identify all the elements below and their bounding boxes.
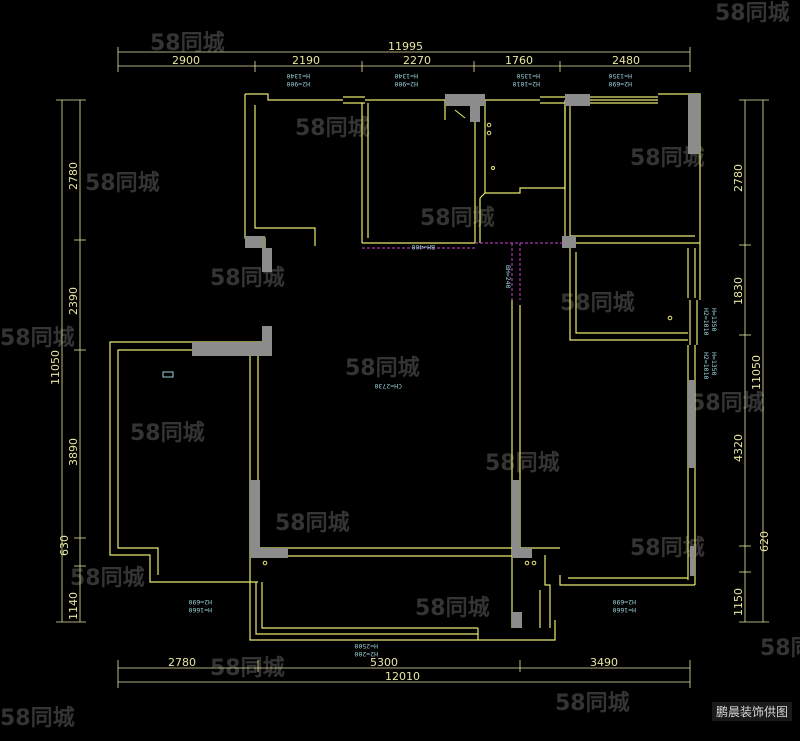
watermark: 58同城 (415, 595, 490, 621)
columns (192, 94, 700, 628)
annot-window: H2=1010 (513, 80, 540, 88)
annot-window: H=1340 (286, 72, 310, 80)
dim-left-seg: 630 (58, 535, 71, 556)
watermark: 58同城 (345, 355, 420, 381)
fixtures (162, 109, 673, 566)
annotations: H2=900 H=1340 H2=900 H=1340 H2=1010 H=13… (188, 72, 718, 658)
dim-right-total: 11050 (750, 355, 763, 390)
dim-right-seg: 4320 (732, 434, 745, 462)
annot-window: H=1350 (516, 72, 540, 80)
annot-window: H2=900 (394, 80, 418, 88)
dim-right-seg: 1830 (732, 277, 745, 305)
annot-window: H=1350 (710, 352, 718, 376)
watermark: 58同城 (275, 510, 350, 536)
dim-bottom-seg: 3490 (590, 656, 618, 669)
watermark: 58同城 (760, 635, 800, 661)
dim-top-total: 11995 (388, 40, 423, 53)
annot-window: H=1350 (710, 308, 718, 332)
watermark: 58同城 (690, 390, 765, 416)
watermark: 58同城 (555, 690, 630, 716)
dim-left-seg: 2780 (67, 162, 80, 190)
dim-left-seg: 2390 (67, 287, 80, 315)
watermark: 58同城 (560, 290, 635, 316)
dim-left-seg: 3890 (67, 438, 80, 466)
beams (362, 242, 565, 300)
watermark: 58同城 (0, 705, 75, 731)
bottom-dimensions (117, 660, 691, 688)
watermark: 58同城 (70, 565, 145, 591)
annot-window: H=1660 (612, 606, 636, 614)
watermark: 58同城 (210, 265, 285, 291)
annot-window: H2=1010 (702, 308, 710, 335)
left-dimensions (56, 99, 86, 623)
annot-window: H2=690 (612, 598, 636, 606)
annot-beam: BH=400 (411, 243, 435, 251)
annot-window: H2=690 (188, 598, 212, 606)
annot-window: H2=690 (608, 80, 632, 88)
annot-window: H2=1010 (702, 352, 710, 379)
annot-beam: BH=240 (504, 265, 512, 289)
dim-bottom-total: 12010 (385, 670, 420, 683)
dim-left-seg: 1140 (67, 592, 80, 620)
watermark: 58同城 (0, 325, 75, 351)
annot-window: H2=900 (286, 80, 310, 88)
dim-right-seg: 2780 (732, 164, 745, 192)
dim-bottom-seg: 2780 (168, 656, 196, 669)
annot-window: H=1340 (394, 72, 418, 80)
annot-window: H=1350 (608, 72, 632, 80)
watermark: 58同城 (715, 0, 790, 26)
watermark: 58同城 (130, 420, 205, 446)
watermark: 58同城 (85, 170, 160, 196)
annot-balcony: H=2500 (354, 642, 378, 650)
watermark: 58同城 (420, 205, 495, 231)
annot-balcony: H2=200 (354, 650, 378, 658)
watermark: 58同城 (295, 115, 370, 141)
dim-left-total: 11050 (49, 350, 62, 385)
dim-right-seg: 620 (758, 531, 771, 552)
walls (109, 93, 701, 641)
dim-right-seg: 1150 (732, 588, 745, 616)
top-dimensions (117, 47, 691, 72)
dim-top-seg: 2190 (292, 54, 320, 67)
right-dimensions (739, 99, 769, 623)
dim-top-seg: 1760 (505, 54, 533, 67)
watermark: 58同城 (485, 450, 560, 476)
image-credit: 鹏晨装饰供图 (711, 702, 792, 721)
dim-top-seg: 2270 (403, 54, 431, 67)
dim-bottom-seg: 5300 (370, 656, 398, 669)
dim-top-seg: 2900 (172, 54, 200, 67)
dim-top-seg: 2480 (612, 54, 640, 67)
annot-window: H=1660 (188, 606, 212, 614)
annot-ceiling: CH=2730 (375, 382, 402, 390)
